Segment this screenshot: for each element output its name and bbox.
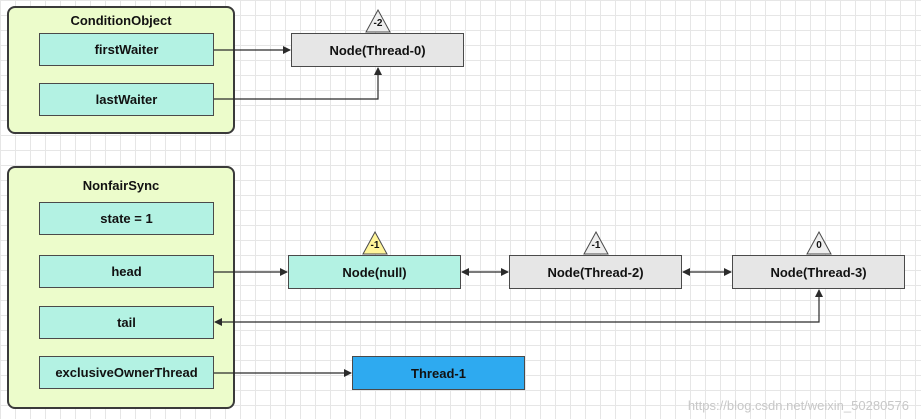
watermark-text: https://blog.csdn.net/weixin_50280576: [687, 398, 909, 413]
head-field: head: [39, 255, 214, 288]
tail-arrow: [214, 289, 823, 326]
last-waiter-arrow: [214, 67, 382, 100]
status-triangle-thread-0: -2: [365, 9, 391, 33]
node-thread-0: Node(Thread-0): [291, 33, 464, 67]
status-triangle-null: -1: [362, 231, 388, 255]
tail-field: tail: [39, 306, 214, 339]
status-value-thread-2: -1: [591, 240, 601, 251]
status-value-null: -1: [370, 240, 380, 251]
state-field: state = 1: [39, 202, 214, 235]
status-value-thread-3: 0: [816, 240, 822, 251]
exclusive-owner-thread-field: exclusiveOwnerThread: [39, 356, 214, 389]
node-thread-2: Node(Thread-2): [509, 255, 682, 289]
owner-thread-1: Thread-1: [352, 356, 525, 390]
nonfair-sync-title: NonfairSync: [82, 178, 160, 193]
status-triangle-thread-2: -1: [583, 231, 609, 255]
status-value-thread-0: -2: [373, 18, 383, 29]
node-thread-3: Node(Thread-3): [732, 255, 905, 289]
status-triangle-thread-3: 0: [806, 231, 832, 255]
condition-object-title: ConditionObject: [70, 13, 172, 28]
node-null: Node(null): [288, 255, 461, 289]
last-waiter-field: lastWaiter: [39, 83, 214, 116]
first-waiter-field: firstWaiter: [39, 33, 214, 66]
